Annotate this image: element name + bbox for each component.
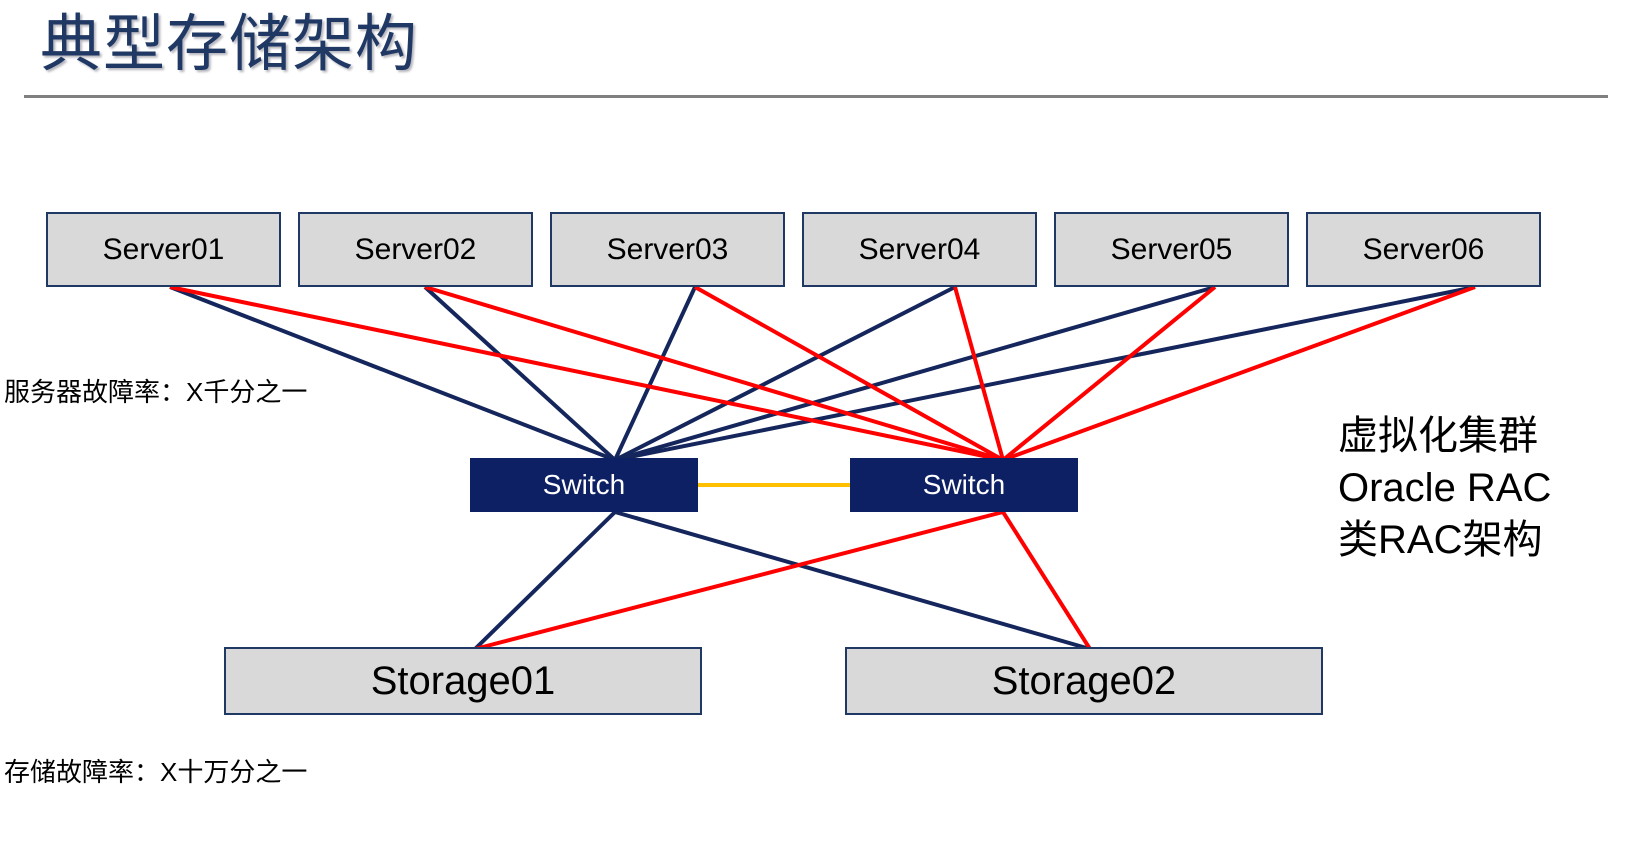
server-box-5-label: Server05 xyxy=(1110,232,1233,266)
side-note-line-3: 类RAC架构 xyxy=(1338,518,1543,562)
storage-box-1-label: Storage01 xyxy=(370,658,556,703)
link-server2-switch2 xyxy=(424,285,1004,462)
server-box-6[interactable]: Server06 xyxy=(1306,212,1541,287)
storage-box-1[interactable]: Storage01 xyxy=(224,647,702,715)
side-note-line-1: 虚拟化集群 xyxy=(1338,414,1538,458)
server-box-6-label: Server06 xyxy=(1362,232,1485,266)
link-server4-switch2 xyxy=(953,286,1005,461)
server-box-4-label: Server04 xyxy=(858,232,981,266)
server-box-3-label: Server03 xyxy=(606,232,729,266)
link-switch1-storage1 xyxy=(473,510,617,651)
server-box-2[interactable]: Server02 xyxy=(298,212,533,287)
switch-box-1[interactable]: Switch xyxy=(470,458,698,512)
storage-failure-rate-label: 存储故障率：X十万分之一 xyxy=(4,757,308,787)
switch-box-2-label: Switch xyxy=(922,469,1006,500)
server-box-3[interactable]: Server03 xyxy=(550,212,785,287)
server-box-1-label: Server01 xyxy=(102,232,225,266)
server-box-5[interactable]: Server05 xyxy=(1054,212,1289,287)
server-box-4[interactable]: Server04 xyxy=(802,212,1037,287)
link-switch2-storage1 xyxy=(474,510,1004,651)
link-server3-switch2 xyxy=(694,285,1004,462)
storage-box-2-label: Storage02 xyxy=(991,658,1177,703)
link-server5-switch1 xyxy=(614,285,1216,462)
server-failure-rate-label: 服务器故障率：X千分之一 xyxy=(4,377,308,407)
link-server3-switch1 xyxy=(613,286,697,461)
side-note: 虚拟化集群 Oracle RAC 类RAC架构 xyxy=(1338,410,1551,566)
link-switch1-storage2 xyxy=(614,510,1091,651)
side-note-line-2: Oracle RAC xyxy=(1338,466,1552,510)
server-box-1[interactable]: Server01 xyxy=(46,212,281,287)
link-server4-switch1 xyxy=(614,285,956,462)
storage-box-2[interactable]: Storage02 xyxy=(845,647,1323,715)
switch-box-1-label: Switch xyxy=(542,469,626,500)
title-divider xyxy=(24,95,1608,98)
link-server2-switch1 xyxy=(423,285,617,462)
link-switch2-storage2 xyxy=(1001,510,1092,651)
switch-box-2[interactable]: Switch xyxy=(850,458,1078,512)
server-box-2-label: Server02 xyxy=(354,232,477,266)
link-server5-switch2 xyxy=(1001,285,1217,462)
page-title: 典型存储架构 xyxy=(40,10,419,79)
